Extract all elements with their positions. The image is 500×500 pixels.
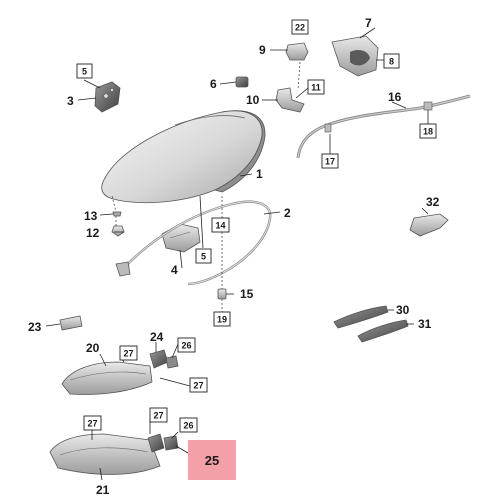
connector-24-part (149, 349, 169, 369)
svg-text:26: 26 (183, 421, 193, 431)
trim-strip-30-part (333, 305, 389, 329)
callout-10: 10 (246, 93, 260, 107)
callout-7: 7 (365, 16, 372, 30)
cover-7-part (331, 35, 379, 77)
callout-31: 31 (418, 317, 432, 331)
bolt-15-part (217, 288, 227, 300)
callout-16: 16 (388, 90, 402, 104)
callout-24: 24 (150, 330, 164, 344)
svg-text:27: 27 (87, 419, 97, 429)
bracket-32-part (409, 213, 449, 237)
callout-2: 2 (284, 206, 291, 220)
callout-box-27-b: 27 (189, 377, 208, 393)
svg-text:19: 19 (217, 315, 227, 325)
svg-text:11: 11 (311, 83, 321, 93)
svg-text:27: 27 (123, 349, 133, 359)
callout-3: 3 (67, 94, 74, 108)
callout-20: 20 (86, 341, 100, 355)
callout-13: 13 (84, 209, 98, 223)
nut-12-part (111, 225, 125, 237)
svg-text:27: 27 (193, 381, 203, 391)
callout-box-14: 14 (211, 217, 230, 233)
svg-text:27: 27 (153, 411, 163, 421)
svg-text:26: 26 (181, 341, 191, 351)
callout-12: 12 (86, 226, 100, 240)
seal-2-part (115, 200, 272, 286)
callout-25-highlighted[interactable]: 25 (188, 440, 236, 480)
callout-15: 15 (240, 287, 254, 301)
screw-13-part (112, 211, 122, 217)
callout-6: 6 (210, 77, 217, 91)
bracket-9-part (285, 42, 309, 61)
bracket-10-part (275, 87, 305, 113)
callout-4: 4 (171, 263, 178, 277)
module-4-part (161, 223, 201, 253)
svg-text:5: 5 (82, 67, 87, 77)
callout-box-27-c: 27 (83, 415, 102, 431)
light-unit-20-part (61, 361, 153, 395)
callout-box-11: 11 (307, 79, 325, 95)
svg-text:25: 25 (205, 453, 219, 468)
callout-box-17: 17 (321, 153, 339, 169)
svg-text:18: 18 (423, 127, 433, 137)
callout-box-18: 18 (419, 123, 437, 139)
callout-1: 1 (256, 167, 263, 181)
svg-text:5: 5 (201, 252, 206, 262)
callout-box-27-a: 27 (119, 345, 138, 361)
callout-box-5-top: 5 (76, 63, 93, 79)
leader-lines (45, 27, 429, 481)
callout-box-5-bottom: 5 (195, 248, 212, 264)
callout-box-8: 8 (383, 53, 400, 69)
svg-text:17: 17 (325, 157, 335, 167)
cap-6-part (235, 76, 249, 88)
callout-21: 21 (96, 483, 110, 497)
callout-23: 23 (28, 320, 42, 334)
bracket-3-part (94, 81, 121, 113)
connector-25-part (147, 433, 179, 453)
trim-strip-31-part (357, 319, 409, 343)
svg-text:14: 14 (215, 221, 225, 231)
svg-text:22: 22 (295, 23, 305, 33)
callout-box-19: 19 (213, 311, 231, 327)
light-unit-21-part (49, 433, 161, 475)
callout-box-26-upper: 26 (177, 337, 196, 353)
callout-32: 32 (426, 195, 440, 209)
callout-9: 9 (259, 43, 266, 57)
svg-text:8: 8 (389, 57, 394, 67)
callout-box-27-d: 27 (149, 407, 168, 423)
headlight-housing (101, 110, 266, 204)
clip-23-part (59, 315, 83, 331)
callout-30: 30 (396, 303, 410, 317)
callout-box-26-lower: 26 (179, 417, 198, 433)
callout-box-22: 22 (291, 19, 309, 35)
hose-16-part (296, 94, 471, 159)
